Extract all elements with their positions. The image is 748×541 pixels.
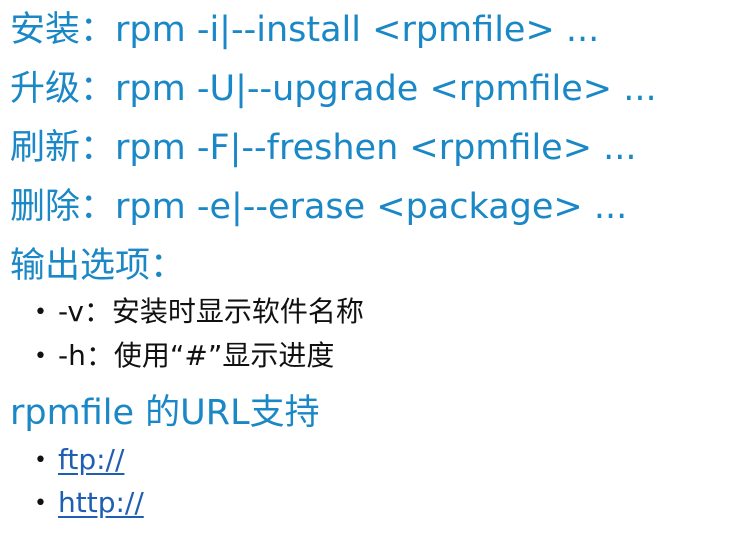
erase-command: 删除：rpm -e|--erase <package> ... — [10, 187, 628, 227]
url-item-http: • http:// — [34, 485, 144, 522]
output-options-heading: 输出选项： — [10, 246, 186, 286]
http-link[interactable]: http:// — [58, 486, 144, 519]
option-item-text: -v：安装时显示软件名称 — [58, 295, 364, 328]
option-item-h: • -h：使用“#”显示进度 — [34, 338, 334, 375]
ftp-link[interactable]: ftp:// — [58, 443, 125, 476]
url-support-heading: rpmfile 的URL支持 — [10, 393, 320, 433]
option-item-v: • -v：安装时显示软件名称 — [34, 294, 364, 331]
bullet-icon: • — [34, 491, 47, 516]
install-command: 安装：rpm -i|--install <rpmfile> ... — [10, 10, 600, 50]
bullet-icon: • — [34, 300, 47, 325]
option-item-text: -h：使用“#”显示进度 — [58, 339, 335, 372]
upgrade-command: 升级：rpm -U|--upgrade <rpmfile> ... — [10, 69, 657, 109]
url-item-ftp: • ftp:// — [34, 442, 124, 479]
freshen-command: 刷新：rpm -F|--freshen <rpmfile> ... — [10, 128, 637, 168]
bullet-icon: • — [34, 448, 47, 473]
bullet-icon: • — [34, 344, 47, 369]
